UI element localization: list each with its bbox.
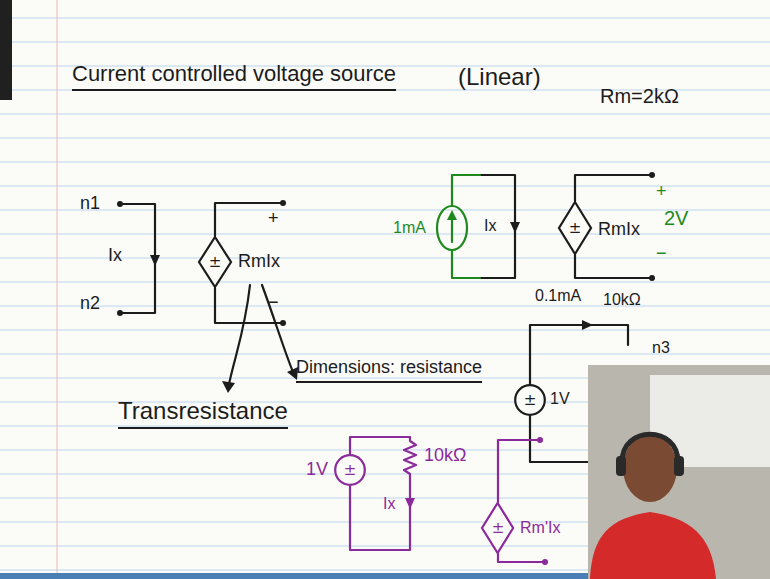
circuit-label: + (656, 182, 667, 201)
polarity-sign: ± (492, 521, 505, 536)
circuit-label: RmIx (238, 252, 280, 271)
dependent-source-diamond: ± (481, 502, 514, 554)
circuit-label: 1V (306, 460, 328, 479)
circuit-label: 0.1mA (535, 288, 581, 305)
circuit-label: Rm'Ix (520, 520, 560, 537)
circuit-label: 2V (664, 208, 688, 229)
dependent-source-diamond: ± (198, 236, 232, 288)
circuit-label: 10kΩ (424, 446, 466, 465)
circuit-label: n2 (80, 294, 100, 313)
circuit-label: Rm=2kΩ (600, 86, 679, 107)
circuit-label: Ix (108, 246, 122, 265)
polarity-sign: ± (209, 255, 222, 270)
polarity-sign: ± (344, 463, 357, 478)
circuit-label: − (656, 244, 667, 263)
circuit-label: Ix (383, 496, 395, 513)
voltage-source-circle: ± (514, 384, 546, 416)
voltage-source-circle: ± (334, 454, 366, 486)
heading-title: Current controlled voltage source (72, 62, 396, 91)
dependent-source-diamond: ± (558, 201, 592, 255)
circuit-label: − (268, 293, 279, 312)
circuit-label: RmIx (598, 220, 640, 239)
circuit-label: + (268, 209, 279, 228)
circuit-label: n1 (80, 194, 100, 213)
polarity-sign: ± (524, 393, 537, 408)
polarity-sign: ± (569, 221, 582, 236)
circuit-label: Transresistance (118, 398, 288, 429)
circuit-label: n3 (652, 340, 670, 357)
circuit-label: 10kΩ (603, 292, 641, 309)
circuit-label: Dimensions: resistance (296, 358, 482, 383)
circuit-label: 1mA (393, 220, 426, 237)
circuit-label: (Linear) (458, 64, 541, 89)
circuit-label: Ix (484, 218, 496, 235)
circuit-label: 1V (550, 391, 570, 408)
